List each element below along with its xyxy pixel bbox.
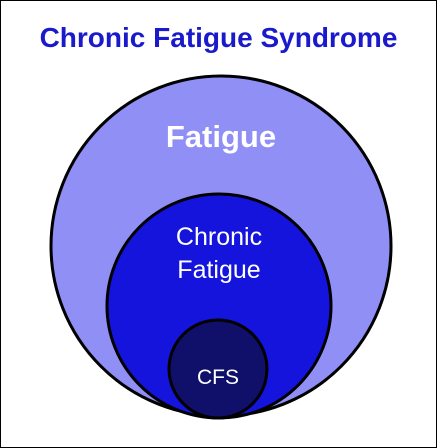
label-cfs: CFS: [197, 366, 239, 389]
label-fatigue: Fatigue: [166, 119, 276, 154]
circle-cfs: [167, 318, 269, 420]
label-chronic: Chronic: [176, 223, 262, 251]
diagram-title: Chronic Fatigue Syndrome: [39, 22, 398, 53]
label-fatigue-2: Fatigue: [177, 256, 260, 284]
